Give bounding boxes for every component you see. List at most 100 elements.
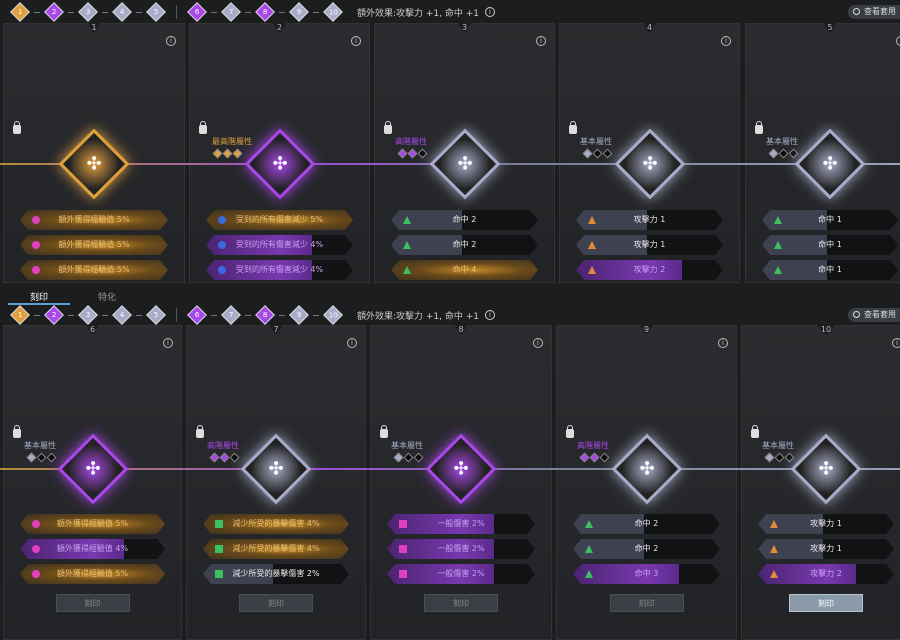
card-number: 6 [85,325,100,334]
orange-triangle-icon [770,520,778,528]
green-triangle-icon [403,216,411,224]
view-apply-button[interactable]: 查看套用 [848,5,900,19]
slot-9[interactable]: 9 [289,2,309,22]
engraving-gem-silver[interactable] [790,433,862,505]
info-icon[interactable]: i [536,36,546,46]
stat-row: 額外獲得經驗值 5% [20,210,168,230]
stat-fill-bar [391,235,462,255]
lock-icon[interactable] [755,121,763,134]
pink-square-icon [399,520,407,528]
lock-icon[interactable] [380,425,388,438]
info-icon[interactable]: i [166,36,176,46]
tier-pip-icon [209,452,220,463]
info-icon[interactable]: i [721,36,731,46]
orange-triangle-icon [770,570,778,578]
lock-icon[interactable] [13,121,21,134]
slot-10[interactable]: 10 [323,2,343,22]
slot-4[interactable]: 4 [112,2,132,22]
slot-10[interactable]: 10 [323,305,343,325]
info-icon[interactable]: i [163,338,173,348]
engrave-button[interactable]: 刻印 [609,594,684,612]
info-icon[interactable]: i [533,338,543,348]
engraving-gem-purple[interactable] [425,433,497,505]
stat-row: 額外獲得經驗值 5% [20,514,165,534]
lock-icon[interactable] [199,121,207,134]
engraving-gem-silver[interactable] [240,433,312,505]
engraving-gem-silver[interactable] [429,128,500,200]
slot-9[interactable]: 9 [289,305,309,325]
slot-separator [176,5,177,19]
engrave-button[interactable]: 刻印 [424,594,498,612]
slot-7[interactable]: 7 [221,305,241,325]
tier-label: 高階屬性 [207,441,239,450]
slot-5[interactable]: 5 [146,2,166,22]
lock-icon[interactable] [13,425,21,438]
slot-4[interactable]: 4 [112,305,132,325]
tier-pip-icon [602,148,613,159]
slot-number: 4 [119,311,125,319]
extra-effect-info-icon[interactable]: i [485,7,496,17]
stat-fill-bar [387,514,494,534]
lock-icon[interactable] [196,425,204,438]
green-square-icon [215,520,223,528]
engrave-button[interactable]: 刻印 [55,594,130,612]
lock-icon[interactable] [751,425,759,438]
card-number: 1 [87,23,101,32]
lock-icon[interactable] [569,121,577,134]
view-apply-button[interactable]: 查看套用 [848,308,900,322]
tier-pip-icon [407,148,418,159]
slot-1[interactable]: 1 [10,305,30,325]
stat-fill-bar [20,235,168,255]
engraving-card: 1i額外獲得經驗值 5%額外獲得經驗值 5%額外獲得經驗值 5% [3,23,185,283]
info-icon[interactable]: i [347,338,357,348]
engraving-gem-purple[interactable] [57,433,128,505]
info-icon[interactable]: i [892,338,900,348]
tier-pip-icon [589,452,600,463]
tab-engrave[interactable]: 刻印 [30,293,49,303]
slot-number: 6 [194,311,200,319]
engraving-gem-purple[interactable] [244,128,315,200]
tier-label: 高階屬性 [577,441,609,450]
stat-row: 命中 2 [573,539,720,559]
info-icon[interactable]: i [896,36,900,46]
stat-text: 額外獲得經驗值 5% [58,215,130,224]
card-number: 3 [457,23,472,32]
extra-effect-info-icon[interactable]: i [485,310,496,320]
slot-3[interactable]: 3 [78,2,98,22]
engraving-gem-silver[interactable] [611,433,682,505]
slot-7[interactable]: 7 [221,2,241,22]
slot-1[interactable]: 1 [10,2,30,22]
stat-fill-bar [20,514,165,534]
slot-6[interactable]: 6 [187,2,207,22]
slot-number: 10 [328,310,338,319]
stat-fill-bar [576,260,682,280]
slot-5[interactable]: 5 [146,305,166,325]
stat-row: 命中 3 [573,564,720,584]
lock-icon[interactable] [566,425,574,438]
slot-3[interactable]: 3 [78,305,98,325]
engrave-button[interactable]: 刻印 [239,594,313,612]
pink-circle-icon [32,216,40,224]
slot-2[interactable]: 2 [44,305,64,325]
engraving-gem-silver[interactable] [794,128,866,200]
tab-specialize[interactable]: 特化 [98,293,117,303]
tier-pips [212,148,244,159]
stat-text: 攻擊力 2 [633,265,666,274]
stat-text: 減少所受的暴擊傷害 2% [232,569,320,578]
slot-8[interactable]: 8 [255,2,275,22]
info-icon[interactable]: i [351,36,361,46]
slot-connector [313,11,319,13]
engraving-gem-gold[interactable] [58,128,130,200]
stat-text: 額外獲得經驗值 5% [56,569,129,578]
engraving-gem-silver[interactable] [614,128,685,200]
engrave-button[interactable]: 刻印 [789,594,863,612]
slot-8[interactable]: 8 [255,305,275,325]
slot-connector [245,11,251,13]
stat-row: 攻擊力 1 [758,514,894,534]
stat-fill-bar [573,539,644,559]
info-icon[interactable]: i [718,338,728,348]
lock-icon[interactable] [384,121,392,134]
engraving-card: 9i高階屬性命中 2命中 2命中 3刻印 [556,325,737,640]
slot-6[interactable]: 6 [187,305,207,325]
slot-2[interactable]: 2 [44,2,64,22]
